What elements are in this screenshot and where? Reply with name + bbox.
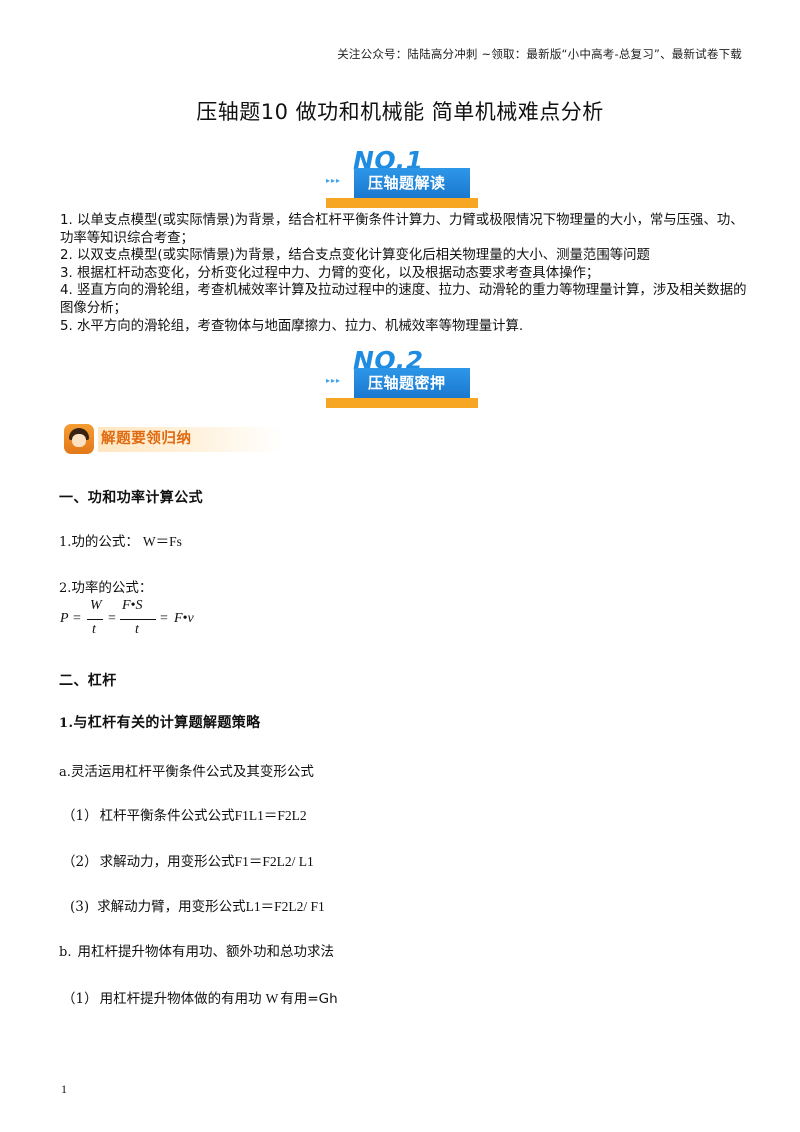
lever-formula-item: （2）求解动力，用变形公式F1＝F2L2/ L1 bbox=[62, 850, 314, 870]
badge-label: 解题要领归纳 bbox=[98, 427, 282, 452]
section-heading-lever: 二、杠杆 bbox=[59, 673, 117, 689]
item-prefix: 2. bbox=[59, 581, 72, 596]
strategy-a-text: 灵活运用杠杆平衡条件公式及其变形公式 bbox=[70, 764, 314, 780]
item-prefix: 1. bbox=[59, 535, 72, 550]
lever-formula-item: （1）杠杆平衡条件公式公式F1L1＝F2L2 bbox=[62, 804, 307, 824]
formula-eq: = bbox=[160, 611, 168, 626]
work-label: 功的公式： bbox=[71, 534, 139, 550]
sub-heading-text: 与杠杆有关的计算题解题策略 bbox=[73, 715, 261, 731]
item-number: （1） bbox=[62, 808, 98, 824]
item-text: 求解动力臂，用变形公式 bbox=[97, 899, 246, 915]
fraction-bar bbox=[120, 619, 156, 620]
arrow-decoration-icon: ▸▸▸ bbox=[326, 376, 342, 385]
item-number: (3) bbox=[70, 899, 90, 915]
lever-formula-item: (3) 求解动力臂，用变形公式L1＝F2L2/ F1 bbox=[70, 895, 325, 915]
item-prefix: a. bbox=[59, 765, 71, 780]
intro-item: 4. 竖直方向的滑轮组，考查机械效率计算及拉动过程中的速度、拉力、动滑轮的重力等… bbox=[60, 283, 747, 316]
work-formula-line: 1.功的公式：W＝Fs bbox=[59, 530, 182, 550]
power-label: 功率的公式： bbox=[71, 580, 153, 596]
item-formula: F1L1＝F2L2 bbox=[234, 808, 307, 823]
teacher-avatar-icon bbox=[64, 424, 94, 454]
item-formula: F1＝F2L2/ L1 bbox=[234, 854, 314, 869]
banner-label: 压轴题密押 bbox=[354, 368, 470, 398]
item-prefix: 1. bbox=[59, 716, 74, 731]
power-formula: P = W t = F•S t = F•v bbox=[60, 598, 260, 644]
item-prefix: b. bbox=[59, 945, 72, 960]
formula-fv: F•v bbox=[174, 611, 194, 626]
intro-item: 5. 水平方向的滑轮组，考查物体与地面摩擦力、拉力、机械效率等物理量计算. bbox=[60, 318, 524, 334]
strategy-a-line: a.灵活运用杠杆平衡条件公式及其变形公式 bbox=[59, 760, 314, 780]
formula-eq: = bbox=[73, 611, 81, 626]
intro-list: 1. 以单支点模型(或实际情景)为背景，结合杠杆平衡条件计算力、力臂或极限情况下… bbox=[60, 212, 750, 335]
intro-item: 2. 以双支点模型(或实际情景)为背景，结合支点变化计算变化后相关物理量的大小、… bbox=[60, 248, 650, 264]
arrow-decoration-icon: ▸▸▸ bbox=[326, 176, 342, 185]
lever-strategy-heading: 1.与杠杆有关的计算题解题策略 bbox=[59, 712, 261, 732]
fraction-bar bbox=[87, 619, 103, 620]
banner-underline bbox=[326, 198, 478, 208]
strategy-b-text: 用杠杆提升物体有用功、额外功和总功求法 bbox=[77, 944, 334, 960]
strategy-b-line: b. 用杠杆提升物体有用功、额外功和总功求法 bbox=[59, 940, 334, 960]
formula-fs: F•S bbox=[122, 598, 143, 613]
power-label-line: 2.功率的公式： bbox=[59, 576, 152, 596]
banner-underline bbox=[326, 398, 478, 408]
section-heading-power: 一、功和功率计算公式 bbox=[59, 490, 203, 506]
item-formula-w: W bbox=[265, 991, 279, 1006]
formula-eq: = bbox=[108, 611, 116, 626]
page-number: 1 bbox=[61, 1082, 67, 1096]
item-number: （2） bbox=[62, 854, 98, 870]
item-text: 用杠杆提升物体做的有用功 bbox=[99, 991, 262, 1007]
item-formula: L1＝F2L2/ F1 bbox=[245, 899, 325, 914]
intro-item: 3. 根据杠杆动态变化，分析变化过程中力、力臂的变化，以及根据动态要求考查具体操… bbox=[60, 265, 600, 281]
banner-no2: ▸▸▸ NO.2 压轴题密押 bbox=[326, 346, 478, 412]
formula-t: t bbox=[135, 622, 139, 637]
formula-t: t bbox=[92, 622, 96, 637]
work-formula: W＝Fs bbox=[142, 534, 182, 549]
formula-p: P bbox=[60, 611, 69, 626]
banner-label: 压轴题解读 bbox=[354, 168, 470, 198]
formula-w: W bbox=[90, 598, 102, 613]
item-formula-rest: 有用=Gh bbox=[280, 991, 338, 1007]
header-note: 关注公众号：陆陆高分冲刺 ~领取：最新版“小中高考-总复习”、最新试卷下载 bbox=[337, 47, 742, 61]
page-title: 压轴题10 做功和机械能 简单机械难点分析 bbox=[196, 100, 604, 124]
item-text: 杠杆平衡条件公式公式 bbox=[99, 808, 235, 824]
banner-no1: ▸▸▸ NO.1 压轴题解读 bbox=[326, 146, 478, 212]
item-text: 求解动力，用变形公式 bbox=[99, 854, 235, 870]
item-number: （1） bbox=[62, 991, 98, 1007]
intro-item: 1. 以单支点模型(或实际情景)为背景，结合杠杆平衡条件计算力、力臂或极限情况下… bbox=[60, 213, 744, 246]
